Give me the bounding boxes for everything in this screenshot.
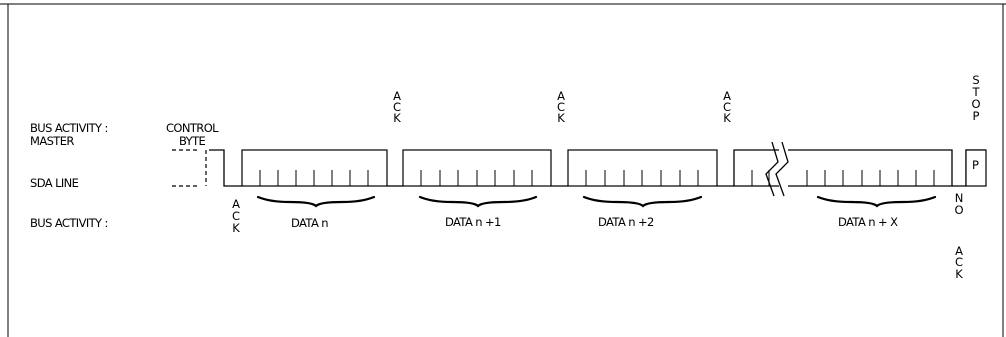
svg-text:K: K (955, 267, 963, 281)
svg-text:P: P (973, 109, 980, 123)
svg-text:A: A (232, 197, 240, 211)
frame (0, 3, 1006, 337)
byte-box-3 (567, 149, 718, 187)
bus-activity-slave-label: BUS ACTIVITY : (30, 216, 108, 230)
svg-text:K: K (723, 111, 731, 125)
svg-text:A: A (955, 244, 963, 258)
byte-label: BYTE (179, 134, 206, 148)
svg-text:C: C (232, 209, 240, 223)
ack-label-slave: A C K (232, 197, 240, 235)
p-label: P (972, 158, 979, 172)
svg-text:K: K (393, 111, 401, 125)
sda-line-label: SDA LINE (30, 176, 79, 190)
svg-text:C: C (723, 100, 731, 114)
svg-text:C: C (955, 255, 963, 269)
ack-label-2: A C K (557, 89, 565, 125)
svg-text:K: K (557, 111, 565, 125)
data-braces (256, 195, 937, 208)
data-n-label: DATA n (291, 216, 328, 230)
svg-text:K: K (232, 221, 240, 235)
no-ack-label: N O A C K (954, 191, 963, 281)
ack-label-3: A C K (723, 89, 731, 125)
data-n-plus-x-label: DATA n + X (838, 215, 898, 229)
byte-box-2 (402, 149, 552, 187)
bus-activity-master-label: BUS ACTIVITY : (30, 121, 108, 135)
byte-box-4-broken (733, 149, 953, 187)
svg-text:C: C (557, 100, 565, 114)
stop-p-box: P (965, 149, 987, 187)
svg-text:O: O (971, 97, 980, 111)
data-n-plus-2-label: DATA n +2 (598, 215, 654, 229)
svg-text:O: O (954, 203, 963, 217)
svg-text:A: A (557, 89, 565, 103)
svg-text:A: A (723, 89, 731, 103)
control-label: CONTROL (166, 121, 219, 135)
byte-box-1 (241, 149, 388, 187)
svg-text:S: S (972, 73, 979, 87)
svg-text:N: N (955, 191, 964, 205)
data-n-plus-1-label: DATA n +1 (445, 215, 501, 229)
svg-text:A: A (393, 89, 401, 103)
break-marks (765, 141, 789, 197)
svg-text:C: C (393, 100, 401, 114)
stop-label: S T O P (971, 73, 980, 123)
svg-text:T: T (971, 85, 980, 99)
ack-label-1: A C K (393, 89, 401, 125)
master-label: MASTER (30, 134, 74, 148)
